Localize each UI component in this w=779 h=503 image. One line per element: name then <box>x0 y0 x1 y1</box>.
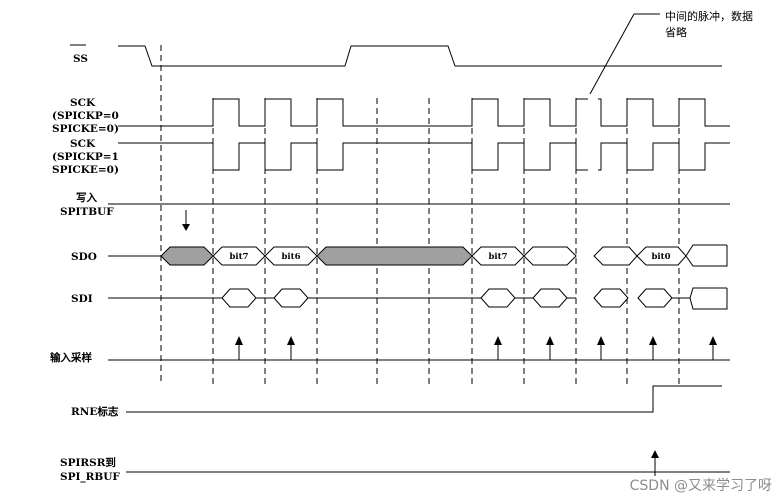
rne-waveform <box>126 385 722 413</box>
timing-guide-lines <box>160 45 680 385</box>
sck1-label-line1: SCK <box>70 138 96 150</box>
sck1-label-line2: (SPICKP=1 <box>52 151 119 163</box>
signal-sdo: SDO bit7 bit6 bit7 bit0 <box>71 244 728 267</box>
annotation-line2: 省略 <box>665 25 687 39</box>
signal-spirsr-to-rbuf: SPIRSR到 SPI_RBUF <box>60 450 730 484</box>
write-label-line2: SPITBUF <box>60 206 114 218</box>
sdo-end-cell <box>685 244 728 267</box>
sck0-label-line1: SCK <box>70 97 96 109</box>
sdi-cell-3 <box>480 288 516 308</box>
sck1-waveform-b <box>598 142 730 171</box>
spirsr-label-line2: SPI_RBUF <box>60 471 120 484</box>
sdi-label: SDI <box>71 293 93 305</box>
signal-write-spitbuf: 写入 SPITBUF <box>60 192 730 231</box>
write-label-line1: 写入 <box>76 192 97 204</box>
sdo-bit1-label: bit7 <box>488 252 507 262</box>
sck1-label-line3: SPICKE=0) <box>52 164 119 176</box>
sdi-cell-1 <box>221 288 257 308</box>
annotation-leader-diag <box>589 13 635 95</box>
write-arrow-head <box>182 224 190 231</box>
spirsr-label-line1: SPIRSR到 <box>60 456 116 469</box>
sdo-cell-5 <box>523 246 577 266</box>
sdo-bit7-label: bit7 <box>229 252 248 262</box>
watermark: CSDN @又来学习了呀 <box>630 478 772 494</box>
sck0-label-line3: SPICKE=0) <box>52 123 119 135</box>
sck0-waveform-a <box>118 98 588 127</box>
ss-label: SS <box>73 53 88 65</box>
sdi-cell-4 <box>532 288 568 308</box>
sdi-cell-2 <box>273 288 309 308</box>
sck0-waveform-b <box>598 98 730 127</box>
omitted-pulses-annotation: 中间的脉冲，数据 省略 <box>589 9 753 95</box>
sample-label: 输入采样 <box>50 351 92 364</box>
signal-sck-cpol0: SCK (SPICKP=0 SPICKE=0) <box>52 97 730 135</box>
sdo-bit0-label: bit0 <box>651 252 670 262</box>
sdo-gray-cell-2 <box>316 246 473 266</box>
sdo-bit6-label: bit6 <box>281 252 300 262</box>
sdi-cell-5 <box>593 288 629 308</box>
sck0-label-line2: (SPICKP=0 <box>52 110 119 122</box>
ss-waveform <box>118 45 722 67</box>
signal-ss: SS <box>70 44 722 67</box>
sck1-waveform-a <box>118 142 588 171</box>
sample-arrows <box>235 336 717 360</box>
sdi-end-cell <box>689 287 728 310</box>
sdo-cell-6 <box>593 246 638 266</box>
signal-rne-flag: RNE标志 <box>71 385 722 418</box>
annotation-line1: 中间的脉冲，数据 <box>665 9 753 23</box>
signal-input-sample: 输入采样 <box>50 336 730 364</box>
spirsr-arrow-head <box>651 450 659 458</box>
signal-sck-cpol1: SCK (SPICKP=1 SPICKE=0) <box>52 138 730 176</box>
rne-label: RNE标志 <box>71 405 119 418</box>
sdo-gray-cell-1 <box>160 246 214 266</box>
signal-sdi: SDI <box>71 287 728 310</box>
sdi-cell-6 <box>637 288 673 308</box>
sdo-label: SDO <box>71 251 97 263</box>
